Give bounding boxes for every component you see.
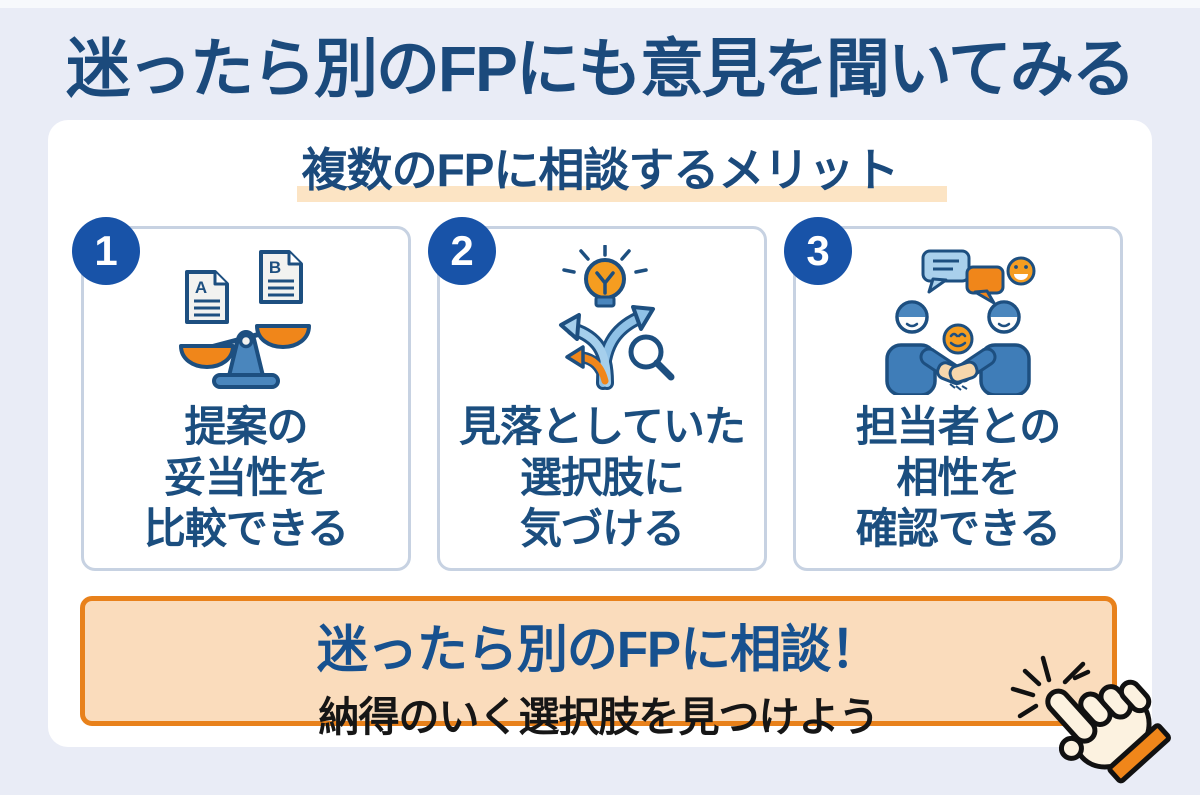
merit-card-1: 1 A xyxy=(72,217,411,571)
highlight-underline xyxy=(297,186,947,202)
section-heading-text: 複数のFPに相談するメリット xyxy=(301,144,900,196)
merit-text-line: 選択肢に xyxy=(519,454,685,502)
merit-text-line: 担当者との xyxy=(855,403,1062,450)
balance-scale-icon: A B xyxy=(84,245,408,395)
merit-text-line: 確認できる xyxy=(855,505,1061,553)
merit-number-badge-2: 2 xyxy=(428,217,496,285)
cta-main-text: 迷ったら別のFPに相談！ xyxy=(316,621,881,678)
section-heading: 複数のFPに相談するメリット xyxy=(48,134,1152,202)
merit-text-line: 気づける xyxy=(519,505,685,553)
merit-number-badge-3: 3 xyxy=(784,217,852,285)
top-strip xyxy=(0,0,1200,8)
merit-number-badge-1: 1 xyxy=(72,217,140,285)
page-title: 迷ったら別のFPにも意見を聞いてみる xyxy=(66,33,1136,105)
merit-text-line: 見落としていた xyxy=(459,403,746,450)
merit-card-2: 2 xyxy=(428,217,767,571)
merit-text-line: 相性を xyxy=(896,454,1020,502)
options-lightbulb-search-icon xyxy=(440,245,764,395)
merit-text-1: 提案の 妥当性を 比較できる xyxy=(84,401,408,555)
cta-banner[interactable]: 迷ったら別のFPに相談！ 納得のいく選択肢を見つけよう xyxy=(80,596,1117,740)
merit-text-3: 担当者との 相性を 確認できる xyxy=(796,401,1120,555)
doc-label-b: B xyxy=(269,258,281,277)
merit-text-2: 見落としていた 選択肢に 気づける xyxy=(440,401,764,555)
merit-text-line: 比較できる xyxy=(143,505,349,553)
merits-row: 1 A xyxy=(72,217,1123,571)
merit-text-line: 提案の xyxy=(184,403,308,450)
click-hand-icon xyxy=(1010,655,1171,784)
merit-card-3: 3 xyxy=(784,217,1123,571)
handshake-rapport-icon xyxy=(796,245,1120,395)
content-card: 複数のFPに相談するメリット 1 A xyxy=(48,120,1152,747)
doc-label-a: A xyxy=(195,278,207,297)
merit-text-line: 妥当性を xyxy=(163,454,329,502)
cta-sub-text: 納得のいく選択肢を見つけよう xyxy=(318,694,880,740)
